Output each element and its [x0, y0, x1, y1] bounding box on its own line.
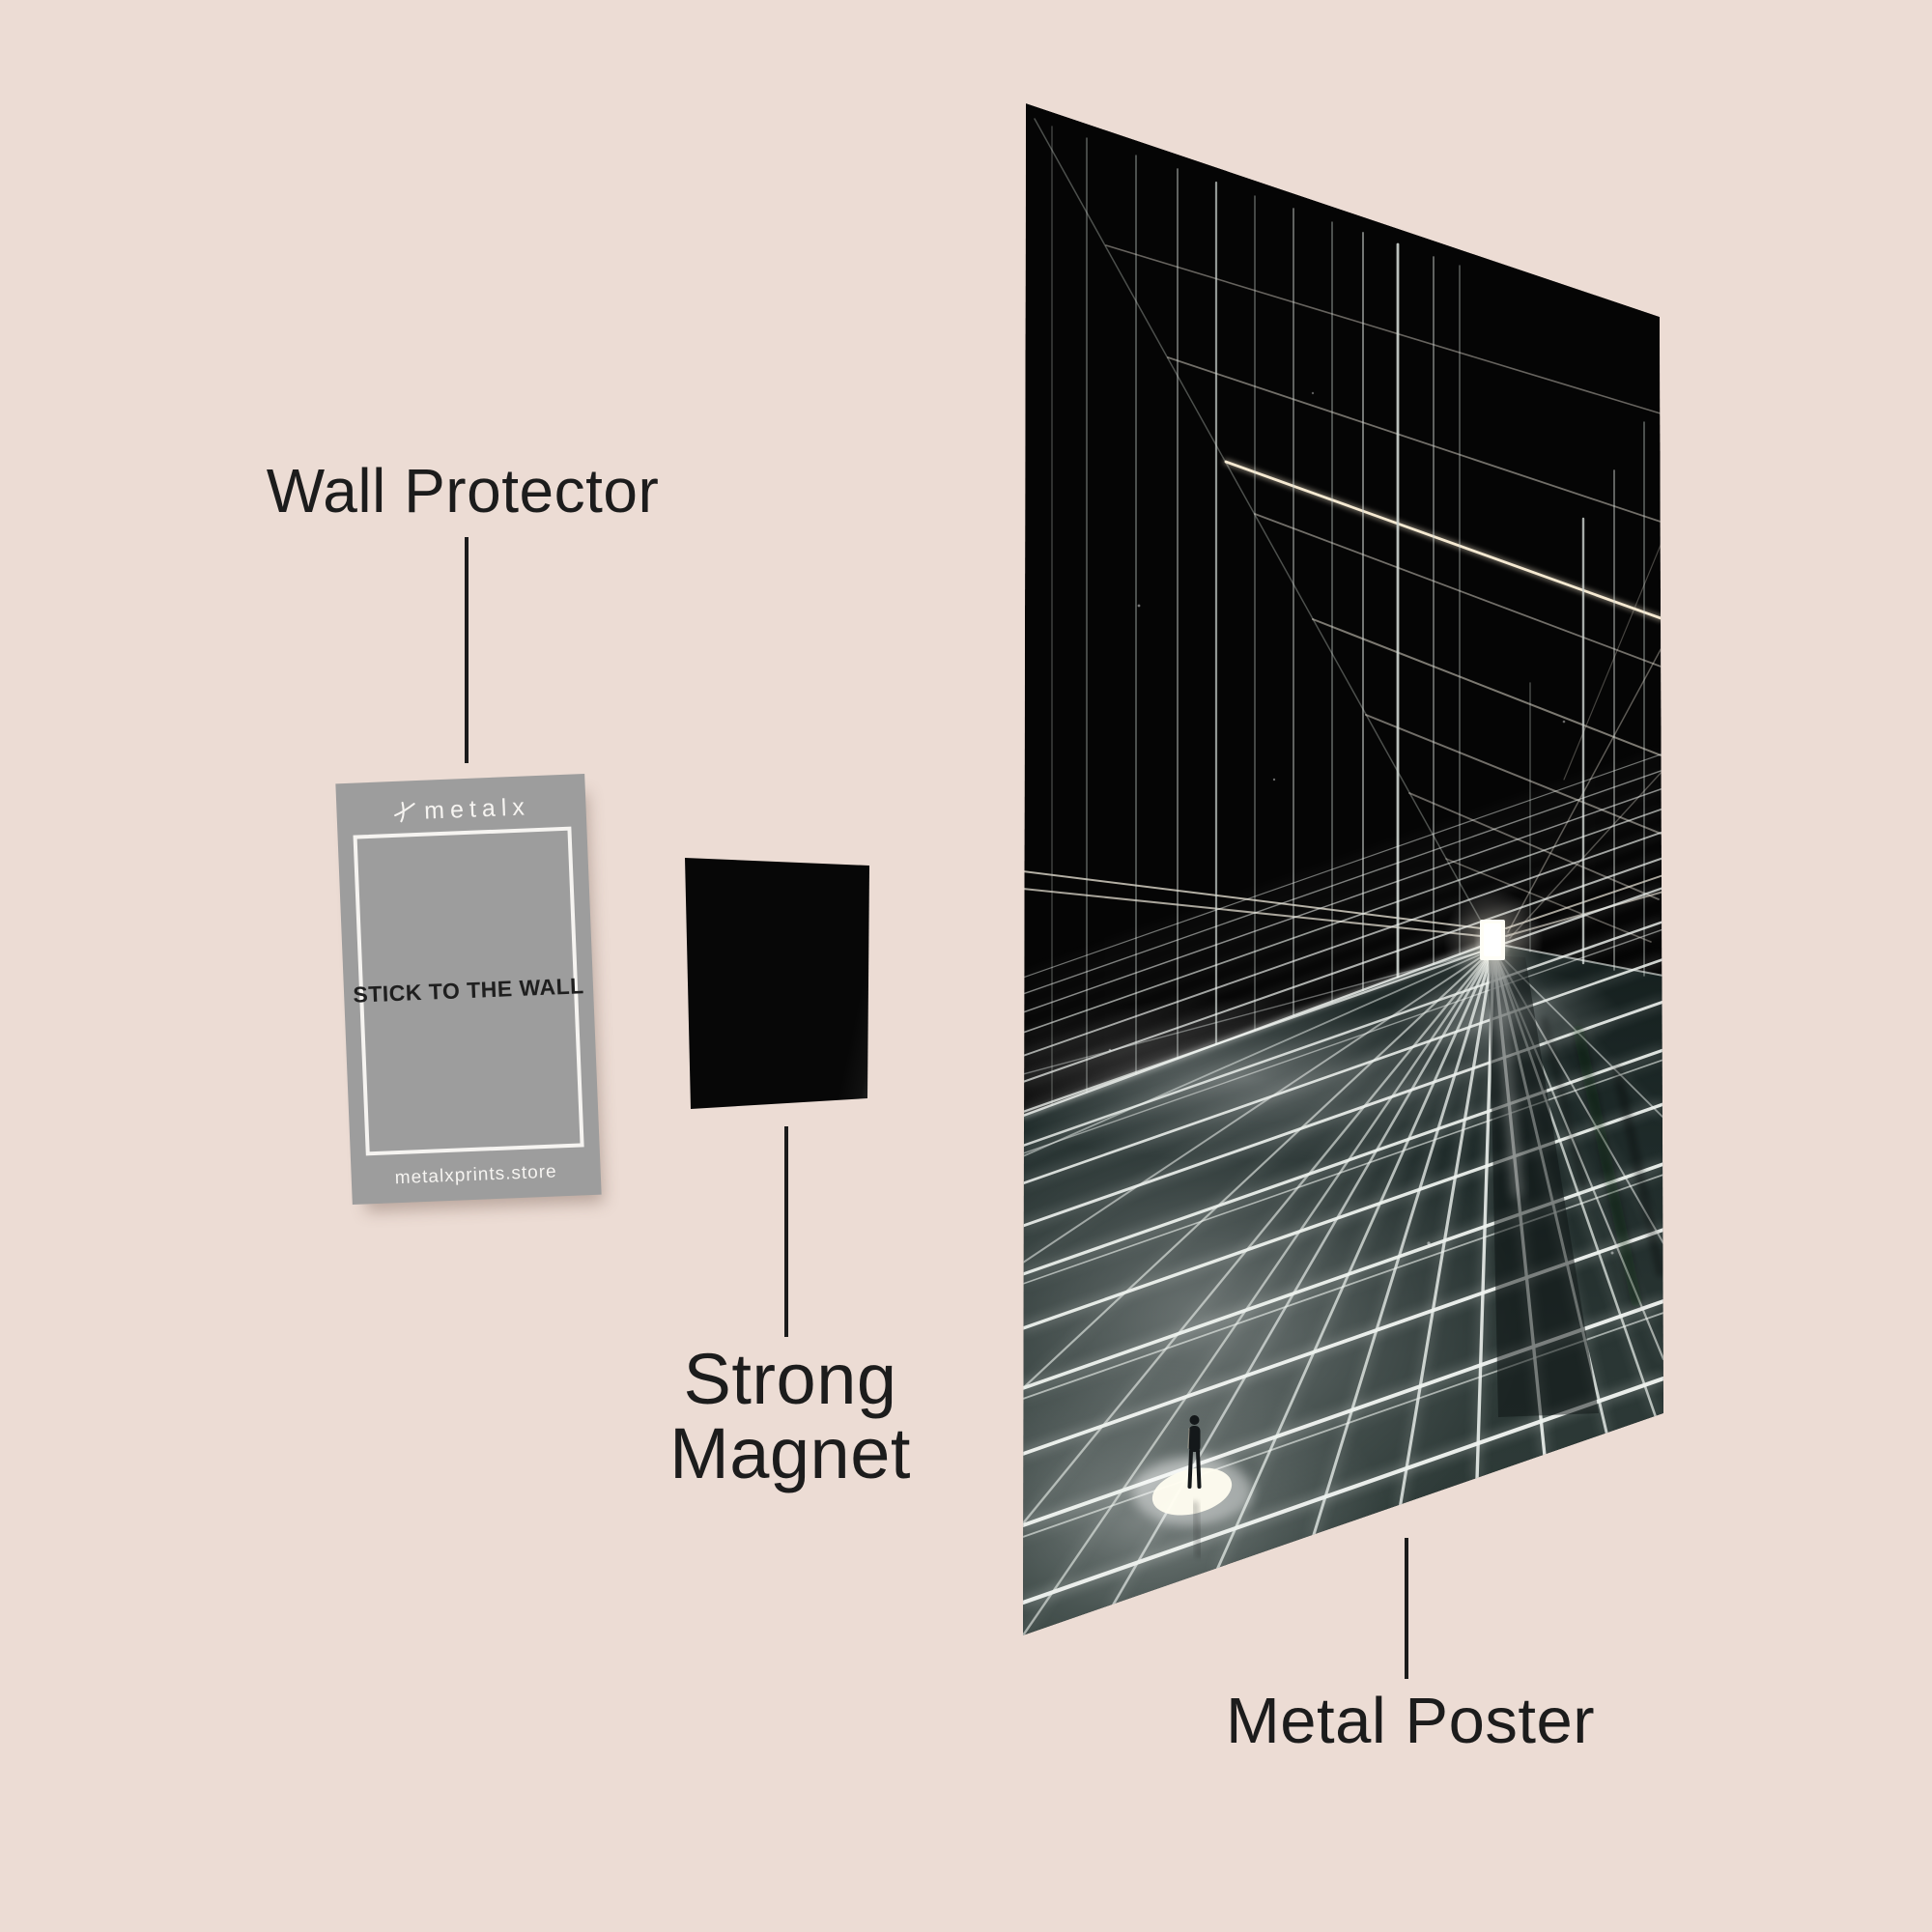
strong-magnet-label-line1: Strong [683, 1339, 897, 1419]
ceiling-wireframe [1023, 118, 1663, 943]
magnet-square [685, 858, 869, 1109]
strong-magnet-label: Strong Magnet [669, 1339, 911, 1493]
metal-poster-leader-line [1405, 1538, 1408, 1679]
human-figure-silhouette [1187, 1415, 1202, 1557]
metalx-logo-mark-icon [393, 801, 415, 823]
dust-specks [1108, 391, 1614, 1255]
wall-protector-leader-line [465, 537, 469, 763]
wall-protector-label: Wall Protector [266, 456, 660, 526]
metal-poster-label: Metal Poster [1225, 1685, 1596, 1757]
spotlight-ellipse [1132, 1457, 1252, 1526]
card-brand-text: metalx [423, 792, 531, 825]
card-website: metalxprints.store [394, 1161, 558, 1189]
card-brand-row: metalx [336, 789, 586, 830]
strong-magnet-leader-line [784, 1126, 788, 1337]
strong-magnet-label-line2: Magnet [669, 1412, 911, 1493]
floor-dark-streaks [1489, 952, 1663, 1417]
wall-vertical-lights [1051, 126, 1645, 1106]
doorway-light [1443, 890, 1544, 990]
wall-protector-card: metalx STICK TO THE WALL metalxprints.st… [335, 773, 602, 1206]
metal-poster-artwork [1023, 103, 1663, 1635]
